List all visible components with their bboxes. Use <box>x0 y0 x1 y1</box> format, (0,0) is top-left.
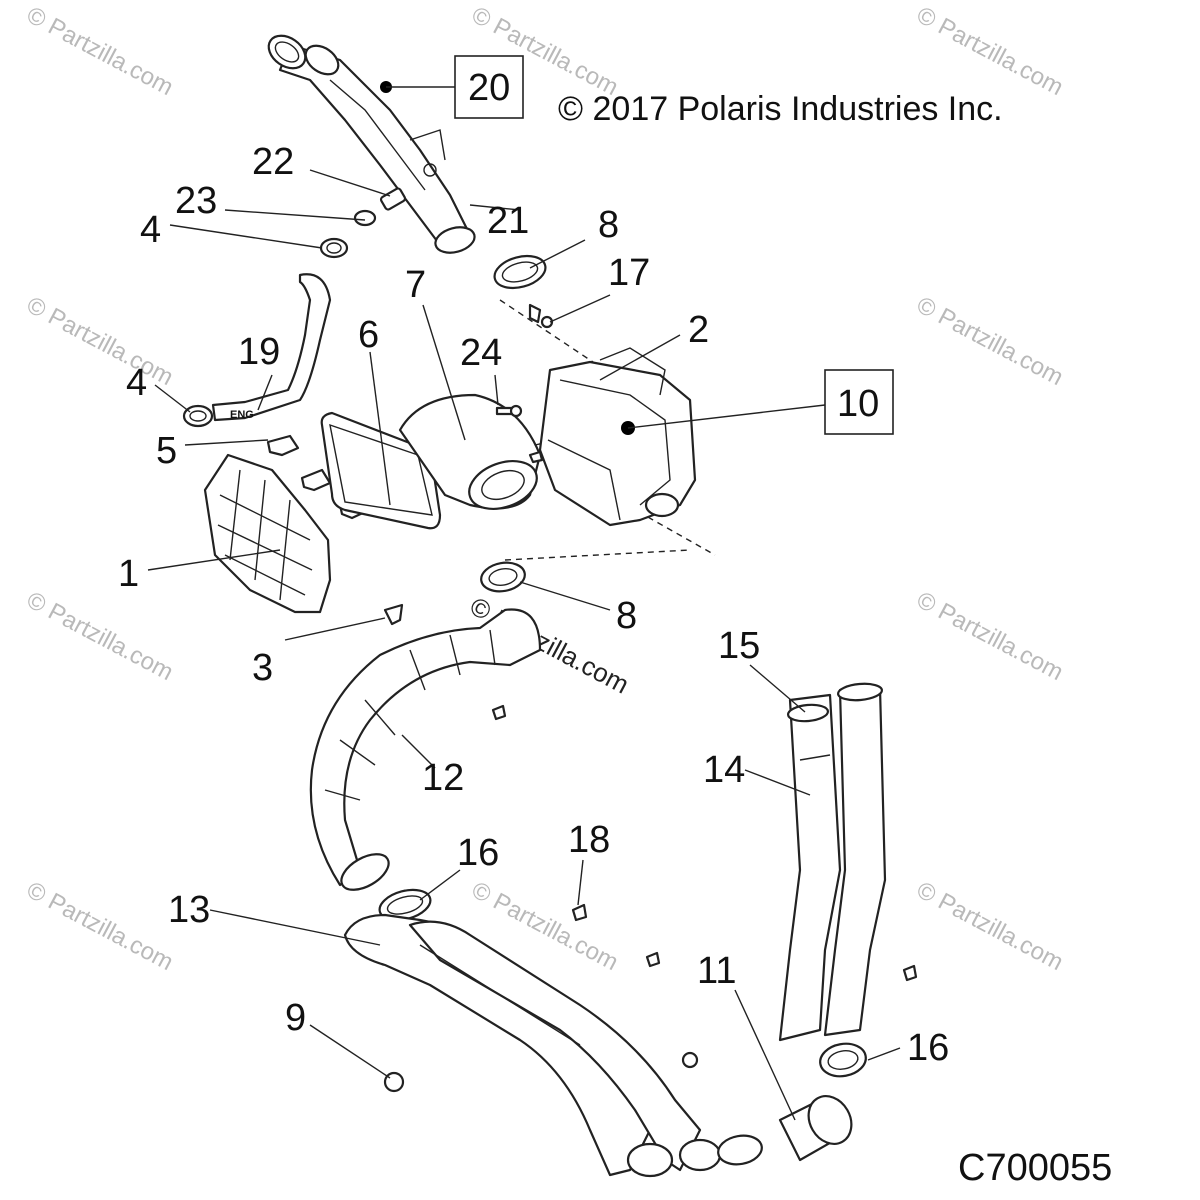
callout-box-10 <box>824 369 894 435</box>
callout-box-20 <box>454 55 524 119</box>
callout-7: 7 <box>405 264 426 306</box>
callout-24: 24 <box>460 332 502 374</box>
callout-22: 22 <box>252 141 294 183</box>
intake-duct-lower <box>343 913 722 1178</box>
vertical-ducts <box>778 682 887 1042</box>
watermark: © Partzilla.com <box>22 876 177 976</box>
callout-10: 10 <box>837 383 879 425</box>
callout-16-right: 16 <box>907 1027 949 1069</box>
callout-5: 5 <box>156 430 177 472</box>
vent-hose: ENG <box>211 273 332 422</box>
callout-2: 2 <box>688 309 709 351</box>
air-filter <box>398 393 542 510</box>
screws <box>495 303 554 464</box>
callout-8-upper: 8 <box>598 204 619 246</box>
callout-1: 1 <box>118 553 139 595</box>
callout-21: 21 <box>487 200 529 242</box>
airbox-cover <box>203 453 332 614</box>
airbox-housing <box>538 347 697 527</box>
callout-4-upper: 4 <box>140 209 161 251</box>
watermark: © Partzilla.com <box>22 586 177 686</box>
watermark: © Partzilla.com <box>22 291 177 391</box>
leader-lines <box>147 86 901 1121</box>
drain-valve <box>383 603 404 626</box>
hose-marking: ENG <box>230 409 254 421</box>
diagram-code: C700055 <box>958 1147 1112 1189</box>
callout-14: 14 <box>703 749 745 791</box>
duct-clamp-lower <box>480 561 526 593</box>
callout-20: 20 <box>468 67 510 109</box>
callout-13: 13 <box>168 889 210 931</box>
callout-11: 11 <box>697 950 736 992</box>
callout-17: 17 <box>608 252 650 294</box>
push-pins <box>383 704 918 1093</box>
callout-19: 19 <box>238 331 280 373</box>
callout-8-lower: 8 <box>616 595 637 637</box>
duct-coupler <box>717 1095 853 1166</box>
callout-6: 6 <box>358 314 379 356</box>
watermark: © Partzilla.com <box>912 291 1067 391</box>
watermark: © Partzilla.com <box>22 1 177 101</box>
callout-numbers: 1 2 3 4 4 5 6 7 8 8 9 10 11 12 13 14 15 … <box>118 67 949 1069</box>
copyright-text: © 2017 Polaris Industries Inc. <box>558 90 1003 128</box>
watermark: © Partzilla.com <box>912 1 1067 101</box>
hose-clamp-lower <box>182 404 214 428</box>
callout-23: 23 <box>175 180 217 222</box>
callout-16-left: 16 <box>457 832 499 874</box>
hose-fittings <box>319 187 407 259</box>
intake-duct-upper <box>267 34 476 254</box>
callout-4-lower: 4 <box>126 362 147 404</box>
callout-3: 3 <box>252 647 273 689</box>
watermark: © Partzilla.com <box>912 876 1067 976</box>
intake-duct-curved <box>309 608 542 891</box>
duct-clamp-16-right <box>819 1042 867 1078</box>
callout-15: 15 <box>718 625 760 667</box>
watermarks: © Partzilla.com © Partzilla.com © Partzi… <box>22 1 1067 976</box>
callout-12: 12 <box>422 757 464 799</box>
callout-9: 9 <box>285 997 306 1039</box>
airbox-seal <box>320 411 442 530</box>
callout-18: 18 <box>568 819 610 861</box>
watermark: © Partzilla.com <box>912 586 1067 686</box>
duct-clamp-upper <box>493 254 547 290</box>
